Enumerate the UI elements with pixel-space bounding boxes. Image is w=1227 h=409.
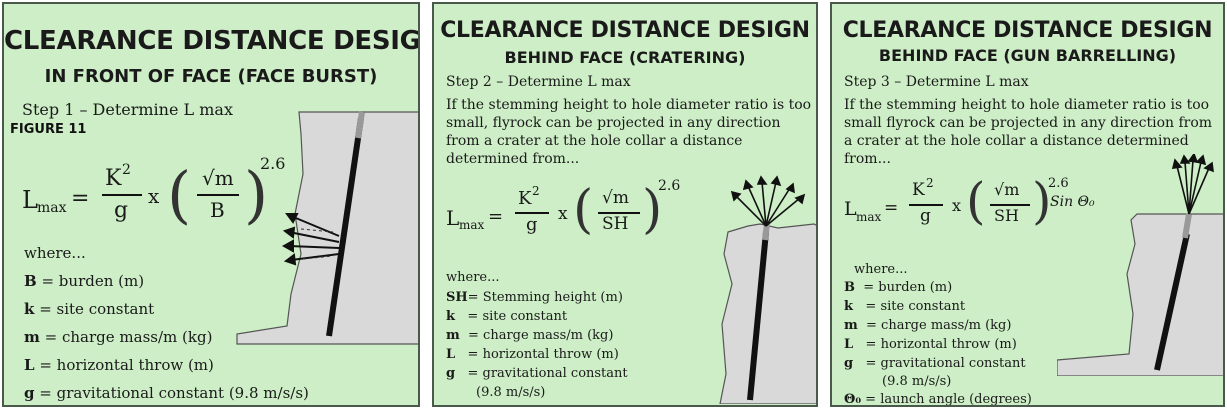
- panel-title: CLEARANCE DISTANCE DESIGN: [4, 26, 420, 56]
- formula-eq: =: [71, 186, 90, 211]
- panel-gun-barrelling: CLEARANCE DISTANCE DESIGN BEHIND FACE (G…: [830, 2, 1225, 407]
- def-item: B = burden (m): [844, 280, 953, 295]
- flyrock-arrows: [730, 175, 806, 227]
- fraction-bar: [515, 212, 549, 214]
- paren-left: (: [573, 180, 594, 240]
- formula: L max = K 2 g x ( √m B ) 2.6: [22, 154, 292, 244]
- stemming: [355, 111, 365, 139]
- gun-barrelling-diagram: [1057, 154, 1223, 376]
- def-item: (9.8 m/s/s): [882, 374, 952, 389]
- formula-inner-den: SH: [994, 206, 1019, 225]
- def-item: L = horizontal throw (m): [24, 356, 214, 374]
- formula-inner-num: √m: [994, 180, 1020, 199]
- blasthole-charge: [1154, 233, 1190, 371]
- where-label: where...: [854, 262, 908, 277]
- formula-exp: 2.6: [260, 154, 286, 173]
- panel-title: CLEARANCE DISTANCE DESIGN: [440, 18, 810, 43]
- formula-num: K: [105, 166, 122, 191]
- def-item: g = gravitational constant: [446, 366, 628, 381]
- formula-eq: =: [884, 198, 899, 218]
- fraction-bar: [102, 194, 142, 196]
- formula-lhs-sub: max: [37, 200, 67, 216]
- def-item: k = site constant: [446, 309, 568, 324]
- formula-times: x: [952, 196, 962, 215]
- def-item: (9.8 m/s/s): [476, 385, 546, 400]
- formula-lhs: L: [446, 206, 460, 230]
- paren-left: (: [966, 172, 986, 230]
- def-item: L = horizontal throw (m): [844, 337, 1017, 352]
- def-item: Θ₀ = launch angle (degrees): [844, 392, 1032, 407]
- paren-right: ): [1032, 172, 1052, 230]
- flyrock-arrows: [281, 213, 340, 266]
- formula-num: K: [912, 180, 925, 200]
- rock-mass: [1057, 213, 1223, 376]
- panel-face-burst: CLEARANCE DISTANCE DESIGN IN FRONT OF FA…: [2, 2, 420, 407]
- formula-num-sup: 2: [122, 162, 131, 178]
- formula-num: K: [518, 188, 532, 209]
- where-label: where...: [24, 244, 86, 262]
- panel-subtitle: IN FRONT OF FACE (FACE BURST): [44, 66, 378, 87]
- formula: L max = K 2 g x ( √m SH ) 2.6 Sin Θ₀: [844, 172, 1134, 250]
- formula-num-sup: 2: [532, 184, 540, 198]
- formula-lhs-sub: max: [459, 218, 485, 232]
- formula: L max = K 2 g x ( √m SH ) 2.6: [446, 178, 716, 256]
- panel-cratering: CLEARANCE DISTANCE DESIGN BEHIND FACE (C…: [432, 2, 818, 407]
- inner-fraction-bar: [990, 204, 1030, 206]
- def-item: B = burden (m): [24, 272, 145, 290]
- def-item: m = charge mass/m (kg): [24, 328, 213, 346]
- formula-den: g: [526, 214, 538, 235]
- stemming: [1182, 213, 1192, 239]
- where-label: where...: [446, 270, 500, 285]
- def-item: g = gravitational constant: [844, 356, 1026, 371]
- formula-den: g: [920, 206, 931, 226]
- inner-fraction-bar: [197, 194, 239, 196]
- formula-inner-num: √m: [202, 166, 234, 190]
- inner-fraction-bar: [598, 212, 640, 214]
- formula-exp: 2.6: [658, 178, 681, 194]
- def-item: k = site constant: [844, 299, 966, 314]
- formula-times: x: [148, 184, 160, 208]
- def-item: m = charge mass/m (kg): [446, 328, 614, 343]
- description: If the stemming height to hole diameter …: [446, 97, 812, 167]
- formula-inner-den: B: [210, 198, 225, 222]
- blasthole-charge: [747, 231, 769, 401]
- rock-mass: [236, 111, 418, 345]
- description: If the stemming height to hole diameter …: [844, 97, 1213, 167]
- panel-subtitle: BEHIND FACE (GUN BARRELLING): [878, 46, 1177, 65]
- cratering-diagram: [719, 175, 816, 404]
- def-item: k = site constant: [24, 300, 155, 318]
- formula-tail: Sin Θ₀: [1050, 194, 1095, 210]
- formula-lhs-sub: max: [856, 210, 882, 224]
- formula-times: x: [558, 204, 568, 224]
- formula-num-sup: 2: [926, 176, 934, 190]
- face-burst-diagram: [236, 111, 418, 345]
- paren-right: ): [642, 180, 663, 240]
- formula-lhs: L: [844, 198, 857, 220]
- formula-lhs: L: [22, 186, 38, 214]
- panel-subtitle: BEHIND FACE (CRATERING): [504, 48, 746, 67]
- def-item: SH= Stemming height (m): [446, 290, 623, 305]
- blasthole-charge: [326, 117, 364, 337]
- paren-right: ): [244, 158, 269, 231]
- flyrock-arrows: [1171, 154, 1214, 215]
- step-label: Step 1 – Determine L max: [22, 100, 233, 119]
- burst-dashes: [300, 228, 334, 260]
- step-label: Step 3 – Determine L max: [844, 74, 1029, 90]
- def-item: L = horizontal throw (m): [446, 347, 619, 362]
- formula-inner-num: √m: [602, 188, 629, 208]
- formula-inner-den: SH: [602, 214, 629, 234]
- stemming: [762, 223, 770, 241]
- def-item: g = gravitational constant (9.8 m/s/s): [24, 384, 309, 402]
- figure-label: FIGURE 11: [10, 122, 87, 137]
- panel-title: CLEARANCE DISTANCE DESIGN: [842, 18, 1213, 43]
- formula-eq: =: [488, 206, 504, 227]
- rock-mass: [719, 223, 816, 404]
- fraction-bar: [909, 204, 943, 206]
- paren-left: (: [167, 158, 192, 231]
- formula-exp: 2.6: [1048, 176, 1069, 191]
- def-item: m = charge mass/m (kg): [844, 318, 1012, 333]
- step-label: Step 2 – Determine L max: [446, 74, 631, 90]
- formula-den: g: [114, 198, 129, 223]
